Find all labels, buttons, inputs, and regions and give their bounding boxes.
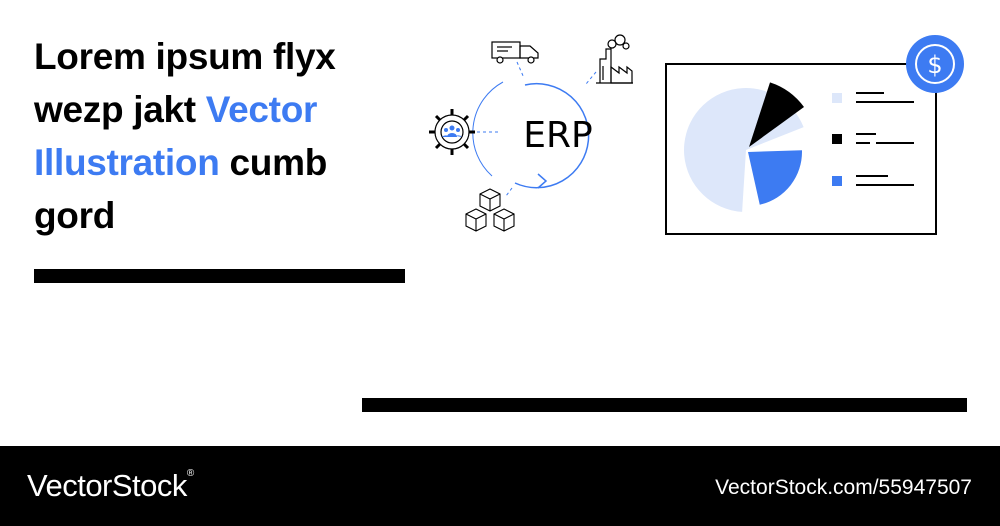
site-url: VectorStock.com/55947507 [715, 476, 972, 499]
pie-slice-black-slice [749, 82, 805, 147]
erp-cycle-arc [514, 82, 590, 189]
pie-slice-blue-slice [748, 150, 802, 205]
divider-bar-bottom [362, 398, 967, 412]
legend-swatch-blue [832, 176, 842, 186]
erp-inner-arc [472, 81, 504, 177]
boxes-icon [465, 188, 515, 232]
illustration: ERP [429, 34, 964, 235]
dollar-badge: $ [906, 35, 964, 93]
arrow-head-icon [537, 173, 548, 189]
registered-mark: ® [186, 468, 194, 479]
dashboard-card: $ [665, 35, 964, 235]
brand-name: VectorStock [27, 468, 187, 503]
dollar-icon: $ [927, 51, 942, 79]
people-icon [442, 125, 462, 137]
pie-chart [684, 82, 805, 212]
headline: Lorem ipsum flyx wezp jakt Vector Illust… [34, 30, 414, 242]
legend [832, 92, 914, 186]
divider-bar-top [34, 269, 405, 283]
erp-diagram: ERP [429, 34, 633, 232]
factory-icon [596, 34, 633, 84]
headline-accent: Vector Illustration [34, 89, 318, 183]
team-gear-icon [429, 109, 475, 155]
legend-swatch-black [832, 134, 842, 144]
footer: VectorStock® VectorStock.com/55947507 [0, 446, 1000, 526]
headline-text: Lorem ipsum flyx wezp jakt [34, 36, 336, 130]
legend-swatch-light [832, 93, 842, 103]
brand-logo: VectorStock® [27, 468, 194, 504]
headline-text-end: cumb gord [34, 142, 327, 236]
erp-label: ERP [523, 115, 592, 156]
truck-icon [491, 41, 539, 64]
